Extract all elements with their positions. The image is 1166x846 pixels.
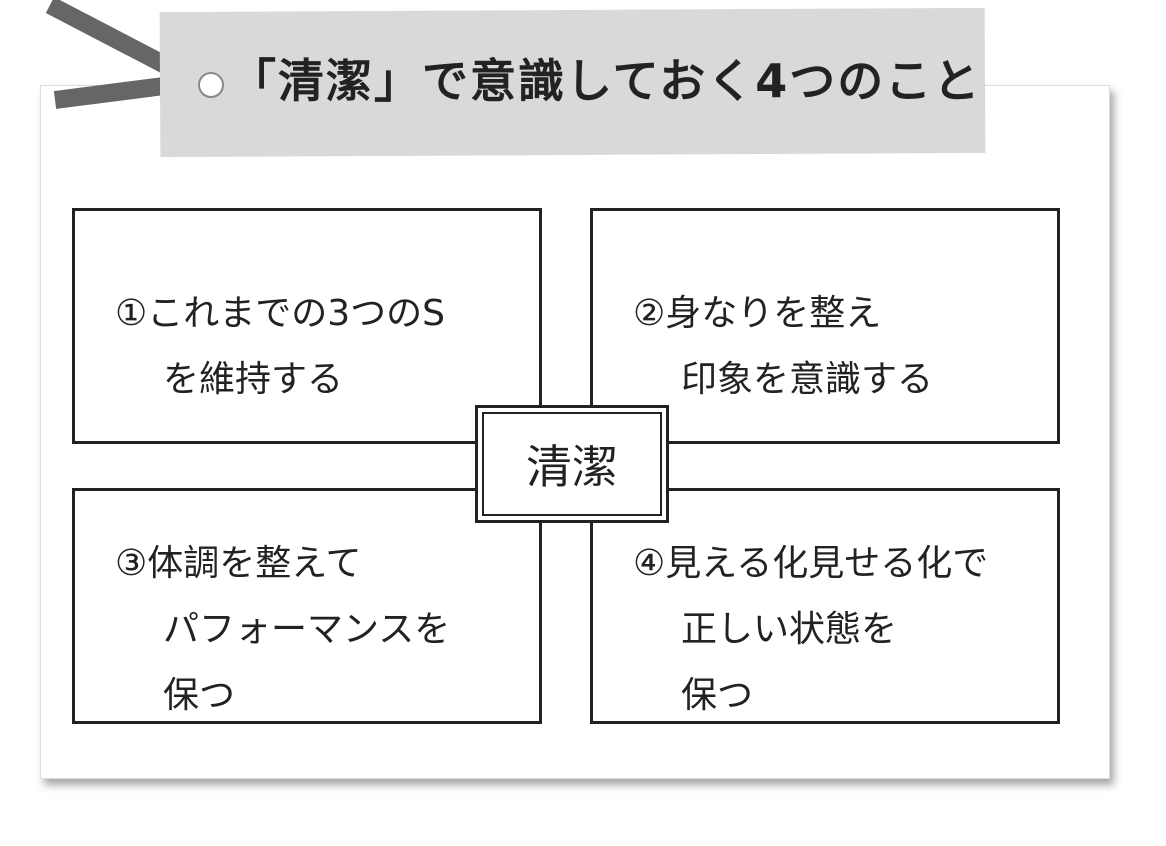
item-3-line-3: 保つ — [163, 675, 236, 716]
page-title: 「清潔」で意識しておく4つのこと — [230, 54, 982, 108]
item-2-line-1: ②身なりを整え — [633, 293, 882, 334]
item-box-3: ③体調を整えてパフォーマンスを保つ — [72, 488, 542, 724]
item-4-line-1: ④見える化見せる化で — [633, 543, 989, 584]
center-box: 清潔 — [475, 405, 669, 523]
center-label: 清潔 — [482, 412, 662, 516]
item-1-line-1: ①これまでの3つのS — [115, 293, 446, 334]
item-4-line-3: 保つ — [681, 675, 754, 716]
item-3-line-1: ③体調を整えて — [115, 543, 362, 584]
item-4-line-2: 正しい状態を — [681, 609, 898, 650]
item-box-1: ①これまでの3つのS を維持する — [72, 208, 542, 444]
item-box-2: ②身なりを整え印象を意識する — [590, 208, 1060, 444]
item-2-line-2: 印象を意識する — [681, 359, 934, 400]
tag-hole — [198, 72, 224, 98]
item-box-4: ④見える化見せる化で正しい状態を保つ — [590, 488, 1060, 724]
item-3-line-2: パフォーマンスを — [163, 609, 451, 650]
item-1-line-2: を維持する — [163, 359, 344, 400]
